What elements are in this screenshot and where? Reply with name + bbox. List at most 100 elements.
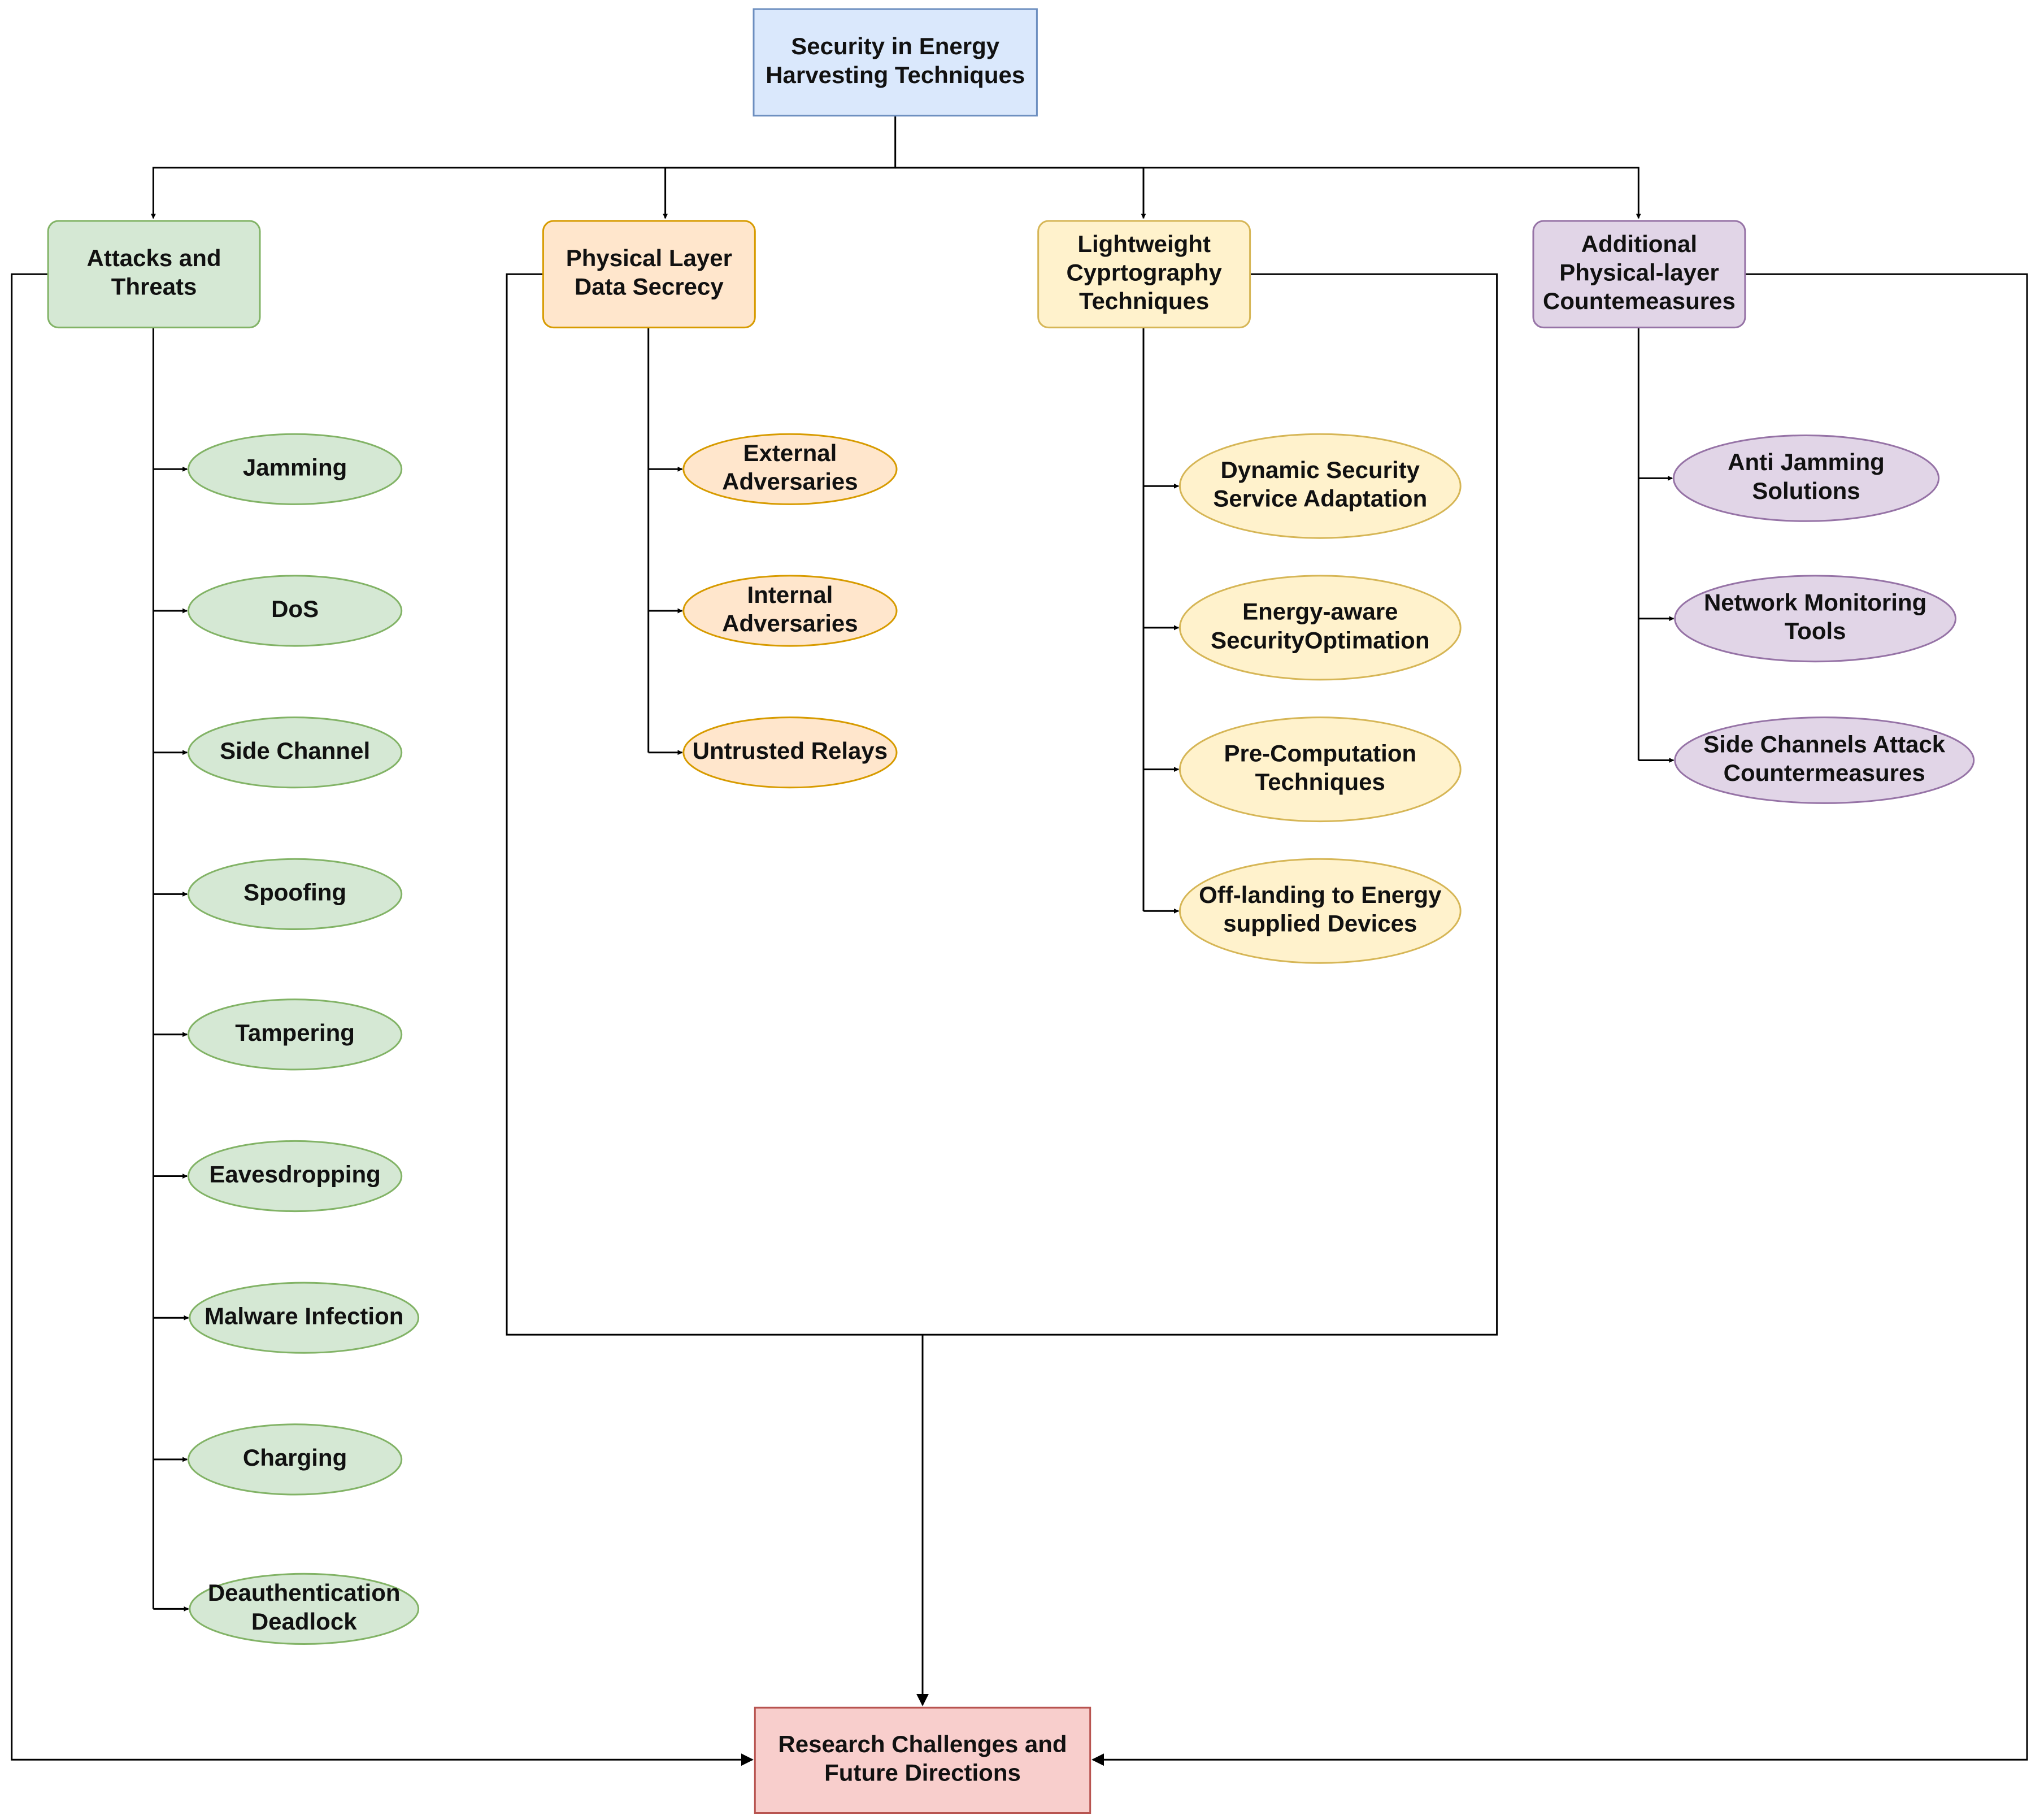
leaf-dos-line-1: DoS [271,596,319,622]
leaf-off-landing-to-energy-supplied-devices-line-2: supplied Devices [1223,910,1417,937]
leaf-untrusted-relays: Untrusted Relays [682,716,898,789]
sink-node-line-2: Future Directions [824,1760,1021,1786]
countermeasures-to-sink [1091,273,2028,1766]
category-additional-physical-layer-countemeasures-line-1: Additional [1581,231,1697,257]
sink-node-line-1: Research Challenges and [778,1731,1067,1757]
connector-lines [11,115,2028,1766]
category-attacks-and-threats-line-1: Attacks and [87,245,221,271]
leaf-tampering-shape [187,998,403,1071]
leaf-spoofing-line-1: Spoofing [243,879,346,905]
leaf-internal-adversaries-line-2: Adversaries [722,610,858,636]
leaf-untrusted-relays-line-1: Untrusted Relays [693,737,888,764]
category-lightweight-cyprtography-techniques-box [1037,220,1251,329]
leaf-side-channels-attack-countermeasures-line-2: Countermeasures [1724,759,1925,786]
leaf-dos: DoS [187,575,403,647]
root-to-cat-1 [150,115,897,219]
leaf-tampering: Tampering [187,998,403,1071]
leaf-dynamic-security-service-adaptation-shape [1178,433,1462,539]
leaf-malware-infection-line-1: Malware Infection [205,1302,403,1329]
root-to-cat-3 [895,167,1146,219]
root-to-cat-4 [895,167,1641,219]
leaf-off-landing-to-energy-supplied-devices-line-1: Off-landing to Energy [1199,881,1442,908]
leaf-anti-jamming-solutions-line-2: Solutions [1752,477,1860,504]
leaf-anti-jamming-solutions-line-1: Anti Jamming [1728,449,1885,475]
category-lightweight-cyprtography-techniques-line-3: Techniques [1079,288,1209,314]
leaf-energy-aware-securityoptimation-line-2: SecurityOptimation [1211,627,1429,653]
root-node-line-2: Harvesting Techniques [766,62,1025,88]
leaf-dynamic-security-service-adaptation-line-2: Service Adaptation [1213,485,1427,512]
category-physical-layer-data-secrecy-line-2: Data Secrecy [575,273,724,300]
root-to-cat-2 [663,167,895,219]
category-lightweight-cyprtography-techniques-line-2: Cyprtography [1066,259,1222,285]
leaf-side-channel-shape [187,716,403,789]
leaf-network-monitoring-tools-line-2: Tools [1785,618,1846,644]
sink-node-box [754,1706,1091,1814]
leaf-eavesdropping: Eavesdropping [187,1140,403,1213]
leaf-deauthentication-deadlock-shape [189,1573,420,1645]
leaf-side-channels-attack-countermeasures-shape [1674,716,1975,804]
middle-bracket [506,273,1498,1336]
leaf-external-adversaries-line-2: Adversaries [722,468,858,495]
leaf-internal-adversaries-shape [682,575,898,647]
leaf-internal-adversaries-line-1: Internal [747,581,833,608]
leaf-dos-shape [187,575,403,647]
category-additional-physical-layer-countemeasures-line-3: Countemeasures [1543,288,1736,314]
leaf-eavesdropping-shape [187,1140,403,1213]
leaf-eavesdropping-line-1: Eavesdropping [209,1161,380,1188]
leaf-spoofing-shape [187,858,403,931]
leaf-deauthentication-deadlock-line-1: Deauthentication [208,1579,401,1606]
leaf-energy-aware-securityoptimation-shape [1178,575,1462,681]
leaf-side-channels-attack-countermeasures-line-1: Side Channels Attack [1703,731,1946,757]
attacks-to-sink [11,273,754,1766]
leaf-pre-computation-techniques-line-1: Pre-Computation [1224,740,1416,766]
leaf-side-channel-line-1: Side Channel [220,737,370,764]
category-additional-physical-layer-countemeasures-box [1532,220,1746,329]
category-physical-layer-data-secrecy-line-1: Physical Layer [566,245,732,271]
leaf-deauthentication-deadlock-line-2: Deadlock [251,1608,357,1635]
leaf-malware-infection-shape [189,1282,420,1354]
leaf-spoofing: Spoofing [187,858,403,931]
leaf-external-adversaries-line-1: External [743,440,837,466]
leaf-dynamic-security-service-adaptation-line-1: Dynamic Security [1221,457,1420,483]
leaf-pre-computation-techniques-shape [1178,716,1462,823]
leaf-charging-line-1: Charging [243,1444,347,1471]
leaf-network-monitoring-tools-line-1: Network Monitoring [1704,589,1926,616]
leaf-untrusted-relays-shape [682,716,898,789]
category-physical-layer-data-secrecy-box [542,220,756,329]
leaf-side-channel: Side Channel [187,716,403,789]
leaf-charging-shape [187,1423,403,1496]
leaf-tampering-line-1: Tampering [235,1019,355,1046]
root-node-line-1: Security in Energy [791,33,999,59]
leaf-anti-jamming-solutions-shape [1672,435,1940,522]
leaf-jamming-shape [187,433,403,505]
category-lightweight-cyprtography-techniques-line-1: Lightweight [1077,231,1211,257]
leaf-network-monitoring-tools-shape [1674,575,1957,663]
category-attacks-and-threats-box [47,220,261,329]
leaf-off-landing-to-energy-supplied-devices-shape [1178,858,1462,964]
leaf-charging: Charging [187,1423,403,1496]
category-additional-physical-layer-countemeasures-line-2: Physical-layer [1559,259,1719,285]
category-attacks-and-threats-line-2: Threats [111,273,197,300]
leaf-external-adversaries-shape [682,433,898,505]
root-node-box [753,8,1038,117]
leaf-energy-aware-securityoptimation-line-1: Energy-aware [1242,598,1398,625]
leaf-pre-computation-techniques-line-2: Techniques [1255,768,1385,795]
leaf-malware-infection: Malware Infection [189,1282,420,1354]
